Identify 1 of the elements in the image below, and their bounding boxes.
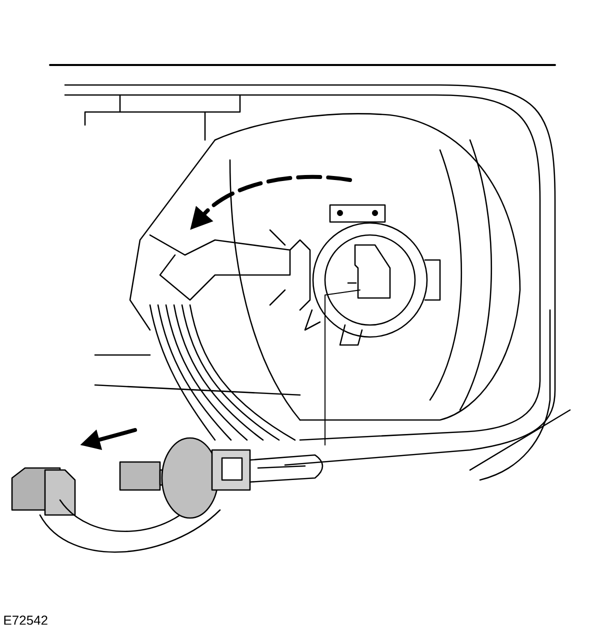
figure-code: E72542 [4, 616, 48, 625]
